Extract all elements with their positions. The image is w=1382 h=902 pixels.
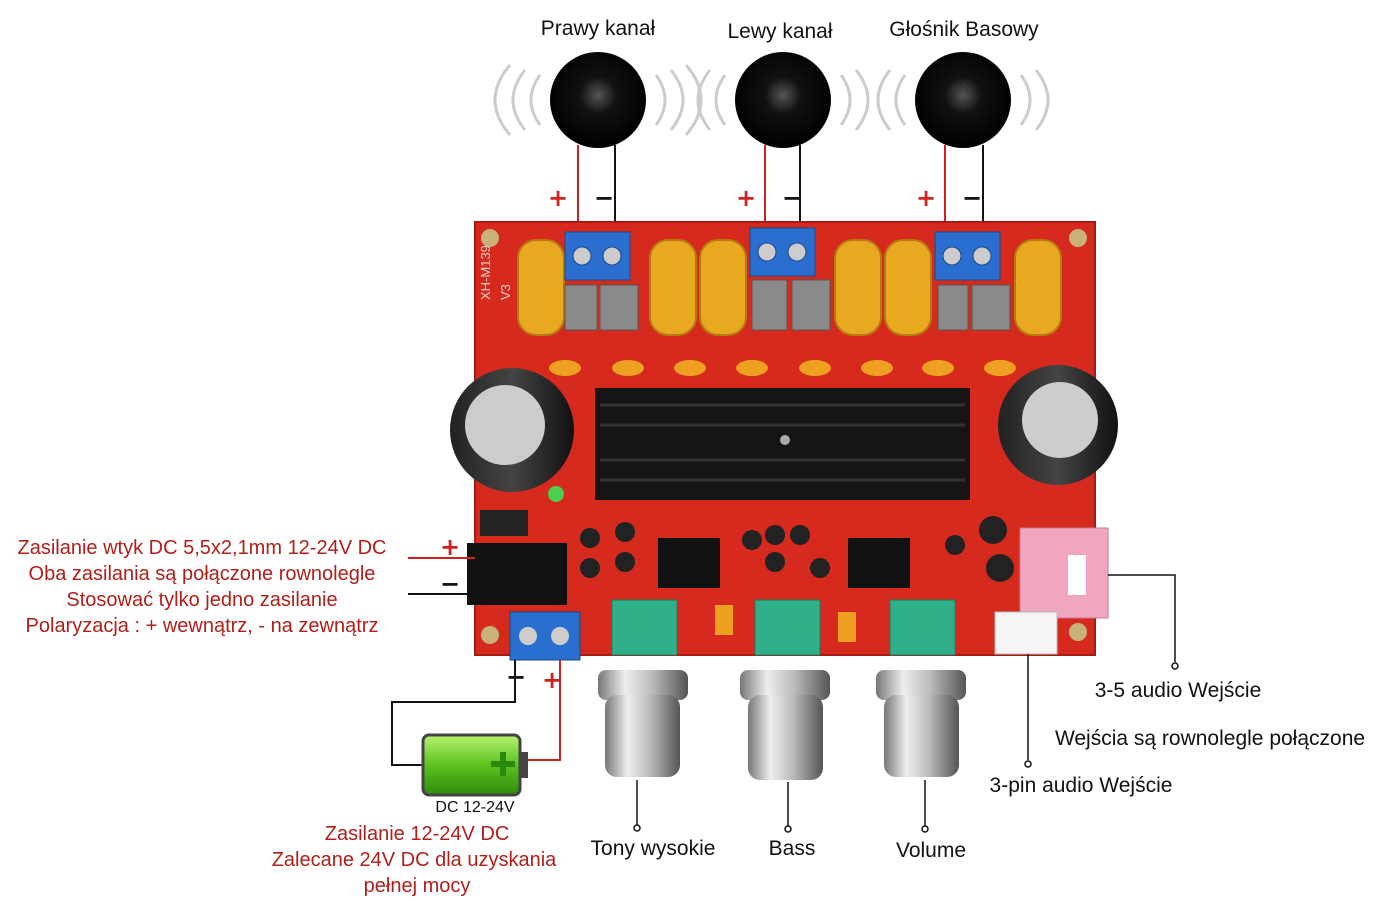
svg-text:Zalecane 24V DC dla uzyskania: Zalecane 24V DC dla uzyskania <box>272 849 557 871</box>
svg-text:−: − <box>782 184 802 212</box>
terminal-notes: Zasilanie 12-24V DC Zalecane 24V DC dla … <box>272 823 557 897</box>
svg-text:pełnej mocy: pełnej mocy <box>364 875 471 897</box>
knob-label-volume: Volume <box>896 839 966 862</box>
amplifier-board: XH-M139 V3 <box>450 221 1118 661</box>
inductors <box>517 239 1062 336</box>
svg-text:+: + <box>440 533 460 561</box>
svg-text:Zasilanie wtyk DC 5,5x2,1mm 12: Zasilanie wtyk DC 5,5x2,1mm 12-24V DC <box>17 537 386 559</box>
svg-text:+: + <box>736 184 756 212</box>
svg-text:−: − <box>962 184 982 212</box>
speaker-polarity: + − + − + − <box>548 184 982 212</box>
speaker-icon-bass <box>876 52 1050 148</box>
svg-text:+: + <box>542 666 562 694</box>
speaker-label-right: Prawy kanał <box>541 17 656 40</box>
svg-text:Stosować tylko jedno zasilanie: Stosować tylko jedno zasilanie <box>66 589 337 611</box>
board-model: XH-M139 <box>478 245 493 300</box>
board-version: V3 <box>498 284 513 300</box>
battery-icon <box>421 733 528 797</box>
audio-jack-3-5 <box>1019 527 1109 619</box>
battery-label: DC 12-24V <box>435 799 514 816</box>
film-capacitors <box>564 279 1011 331</box>
audio-3pin-label: 3-pin audio Wejście <box>990 774 1173 797</box>
audio-3pin-connector <box>994 611 1058 655</box>
speaker-label-bass: Głośnik Basowy <box>889 18 1039 41</box>
power-led <box>548 486 564 502</box>
ceramic-capacitors <box>549 360 1016 376</box>
electrolytic-capacitors <box>450 365 1118 492</box>
svg-text:−: − <box>506 663 526 691</box>
knob-treble[interactable] <box>598 670 688 777</box>
svg-text:+: + <box>916 184 936 212</box>
speaker-terminals <box>564 227 1001 281</box>
speaker-label-left: Lewy kanał <box>727 20 832 43</box>
speaker-icon-left <box>696 52 870 148</box>
svg-text:−: − <box>594 184 614 212</box>
knob-label-bass: Bass <box>769 837 816 860</box>
speaker-icon-right <box>493 52 703 148</box>
inputs-parallel-note: Wejścia są rownolegle połączone <box>1055 727 1365 750</box>
audio-jack-label: 3-5 audio Wejście <box>1095 679 1262 702</box>
dc-jack-notes: Zasilanie wtyk DC 5,5x2,1mm 12-24V DC Ob… <box>17 537 386 637</box>
svg-text:Zasilanie 12-24V DC: Zasilanie 12-24V DC <box>325 823 510 845</box>
dc-jack <box>467 543 567 605</box>
knob-bass[interactable] <box>740 670 830 780</box>
svg-text:−: − <box>440 570 460 598</box>
svg-text:Polaryzacja : + wewnątrz, - na: Polaryzacja : + wewnątrz, - na zewnątrz <box>26 615 379 637</box>
svg-text:+: + <box>548 184 568 212</box>
knob-label-treble: Tony wysokie <box>591 837 716 860</box>
svg-text:Oba zasilania są połączone row: Oba zasilania są połączone rownolegle <box>29 563 376 585</box>
knob-leaders <box>633 780 929 833</box>
knob-volume[interactable] <box>876 670 966 777</box>
